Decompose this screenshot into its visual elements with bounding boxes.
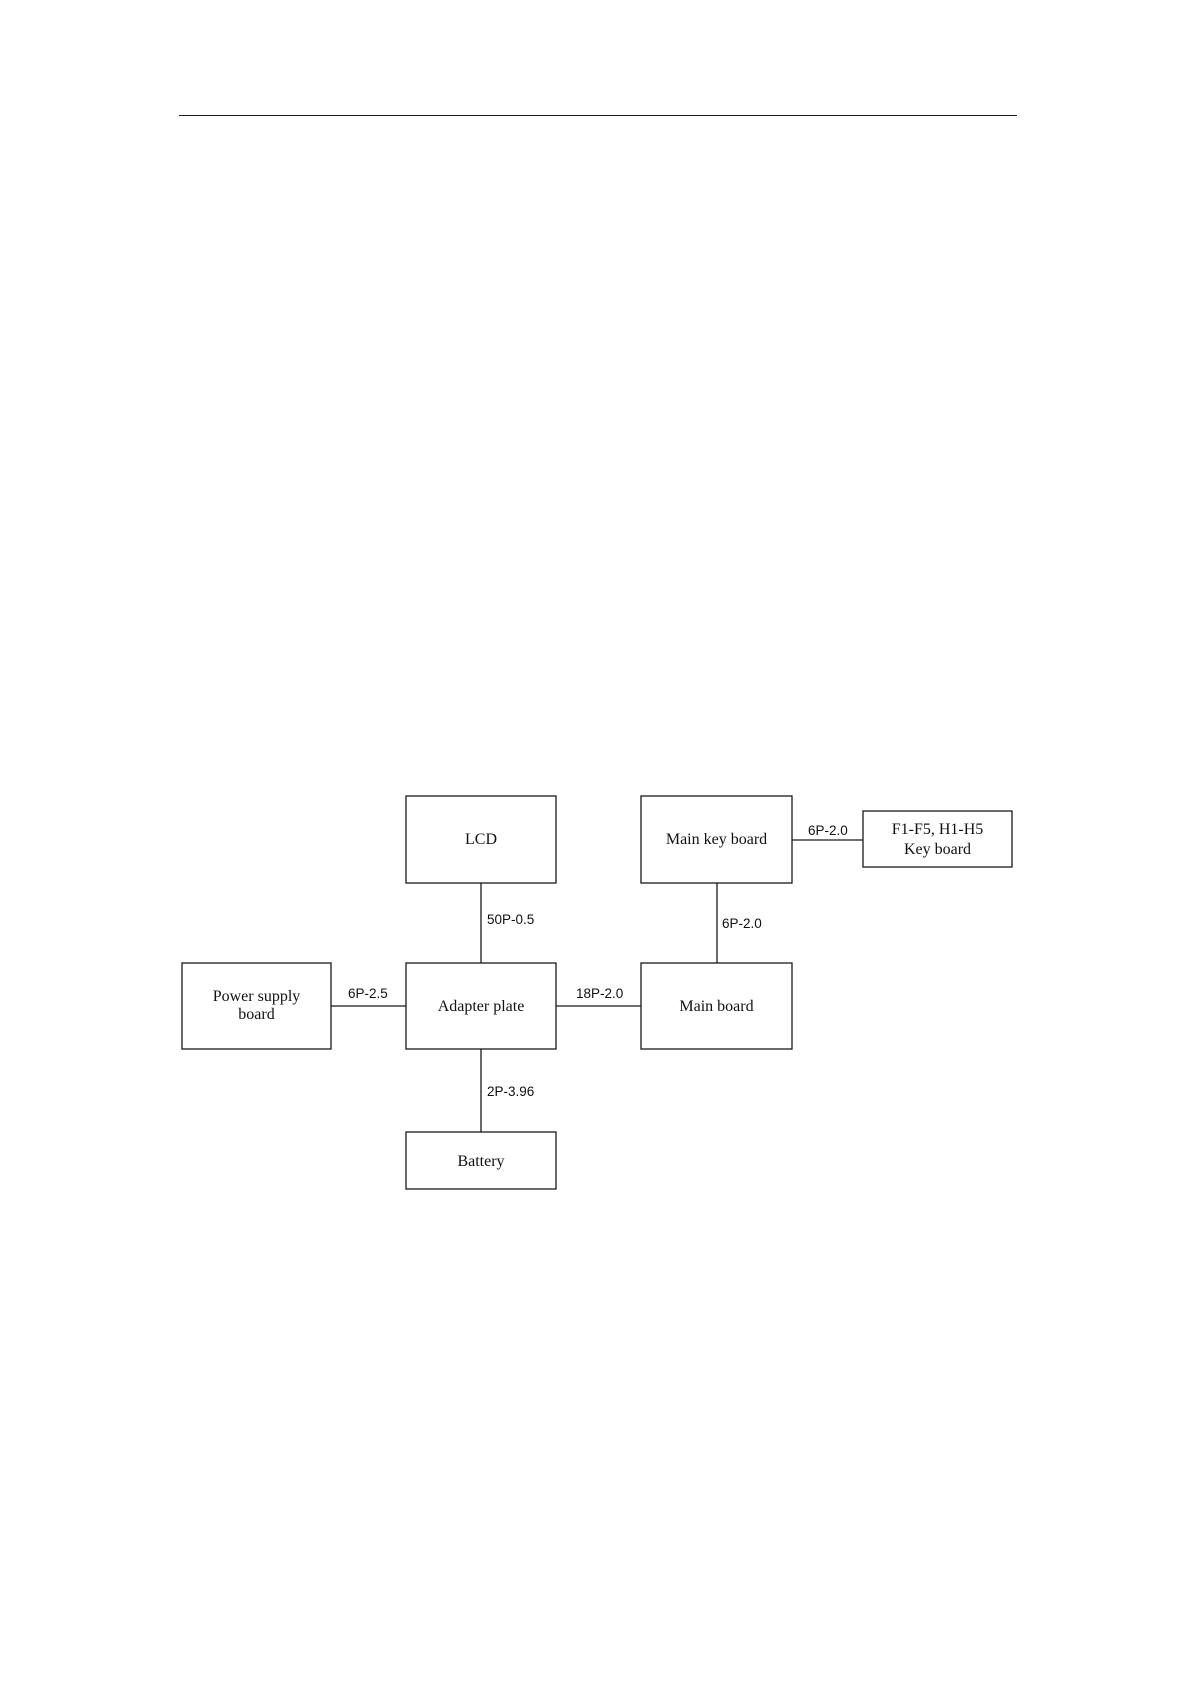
label-adapter-battery: 2P-3.96 xyxy=(487,1084,534,1099)
node-adapter-plate-label: Adapter plate xyxy=(438,998,525,1015)
node-power-supply-board: Power supply board xyxy=(182,963,331,1049)
node-lcd-label: LCD xyxy=(465,831,497,848)
node-battery: Battery xyxy=(406,1132,556,1189)
node-power-supply-board-label-1: Power supply xyxy=(213,988,301,1005)
label-lcd-adapter: 50P-0.5 xyxy=(487,912,534,927)
node-main-key-board: Main key board xyxy=(641,796,792,883)
label-adapter-mainboard: 18P-2.0 xyxy=(576,986,623,1001)
node-fh-key-board: F1-F5, H1-H5 Key board xyxy=(863,811,1012,867)
label-mainkey-mainboard: 6P-2.0 xyxy=(722,916,762,931)
node-lcd: LCD xyxy=(406,796,556,883)
node-fh-key-board-label-1: F1-F5, H1-H5 xyxy=(892,821,984,838)
node-main-board: Main board xyxy=(641,963,792,1049)
label-mainkey-fh: 6P-2.0 xyxy=(808,823,848,838)
node-main-key-board-label: Main key board xyxy=(666,831,767,848)
node-adapter-plate: Adapter plate xyxy=(406,963,556,1049)
node-fh-key-board-label-2: Key board xyxy=(904,841,971,858)
label-power-adapter: 6P-2.5 xyxy=(348,986,388,1001)
node-main-board-label: Main board xyxy=(679,998,753,1015)
node-battery-label: Battery xyxy=(457,1153,504,1170)
node-power-supply-board-label-2: board xyxy=(238,1006,274,1023)
